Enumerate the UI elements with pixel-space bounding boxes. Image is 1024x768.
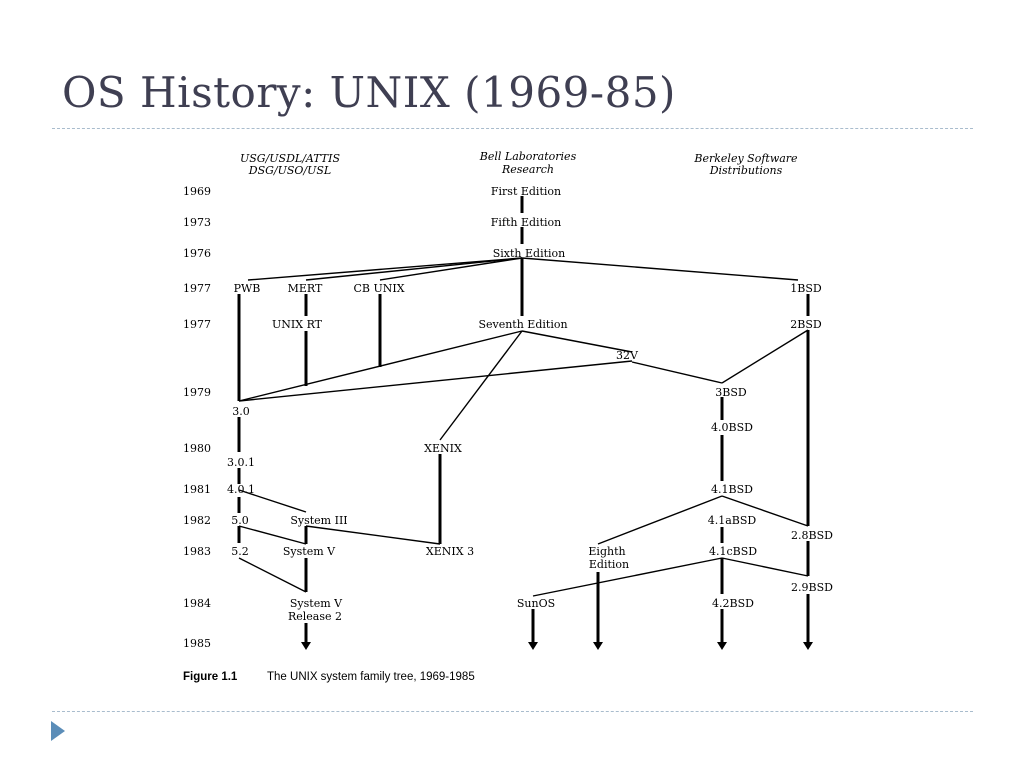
node-4-1abd: 4.1aBSD (708, 514, 757, 527)
header-berkeley-sub: Distributions (709, 164, 783, 177)
node-2bsd: 2BSD (790, 318, 822, 331)
node-eighth-edition-line2: Edition (589, 558, 629, 571)
node-3-0: 3.0 (232, 405, 250, 418)
year-label: 1980 (183, 442, 211, 455)
node-4-1bsd: 4.1BSD (711, 483, 753, 496)
header-usg: USG/USDL/ATTIS (240, 152, 341, 165)
year-label: 1982 (183, 514, 211, 527)
year-label: 1985 (183, 637, 211, 650)
header-bell: Bell Laboratories (479, 150, 577, 163)
year-label: 1977 (183, 318, 211, 331)
node-3-0-1: 3.0.1 (227, 456, 255, 469)
node-4-0bsd: 4.0BSD (711, 421, 753, 434)
year-label: 1973 (183, 216, 211, 229)
figure-caption-label: Figure 1.1 (183, 671, 238, 683)
node-sunos: SunOS (517, 597, 555, 610)
header-berkeley: Berkeley Software (693, 152, 798, 165)
node-cb-unix: CB UNIX (353, 282, 404, 295)
node-first-edition: First Edition (491, 185, 561, 198)
node-system-v-release-2-line2: Release 2 (288, 610, 342, 623)
year-label: 1969 (183, 185, 211, 198)
node-unix-rt: UNIX RT (272, 318, 323, 331)
node-eighth-edition: Eighth (588, 545, 625, 558)
node-5-2: 5.2 (231, 545, 249, 558)
year-label: 1979 (183, 386, 211, 399)
node-3bsd: 3BSD (715, 386, 747, 399)
node-32v: 32V (616, 349, 639, 362)
node-seventh-edition: Seventh Edition (478, 318, 567, 331)
node-1bsd: 1BSD (790, 282, 822, 295)
node-4-2bsd: 4.2BSD (712, 597, 754, 610)
node-fifth-edition: Fifth Edition (491, 216, 561, 229)
year-label: 1981 (183, 483, 211, 496)
node-system-v: System V (283, 545, 336, 558)
figure-caption-text: The UNIX system family tree, 1969-1985 (267, 671, 475, 683)
header-usg-sub: DSG/USO/USL (248, 164, 332, 177)
node-2-8bsd: 2.8BSD (791, 529, 833, 542)
node-5-0: 5.0 (231, 514, 249, 527)
node-xenix-3: XENIX 3 (426, 545, 474, 558)
node-4-1cbsd: 4.1cBSD (709, 545, 757, 558)
header-bell-sub: Research (501, 163, 554, 176)
year-label: 1983 (183, 545, 211, 558)
title-divider (52, 128, 973, 129)
footer-divider (52, 711, 973, 712)
node-2-9bsd: 2.9BSD (791, 581, 833, 594)
slide-title: OS History: UNIX (1969-85) (62, 68, 676, 117)
tree-connectors (237, 196, 813, 650)
node-sixth-edition: Sixth Edition (493, 247, 566, 260)
node-mert: MERT (288, 282, 323, 295)
node-system-iii: System III (290, 514, 347, 527)
year-label: 1984 (183, 597, 211, 610)
node-system-v-release-2: System V (290, 597, 343, 610)
node-4-0-1: 4.0.1 (227, 483, 255, 496)
node-pwb: PWB (234, 282, 261, 295)
triangle-right-icon[interactable] (51, 721, 65, 741)
year-label: 1976 (183, 247, 211, 260)
node-xenix: XENIX (424, 442, 462, 455)
year-label: 1977 (183, 282, 211, 295)
